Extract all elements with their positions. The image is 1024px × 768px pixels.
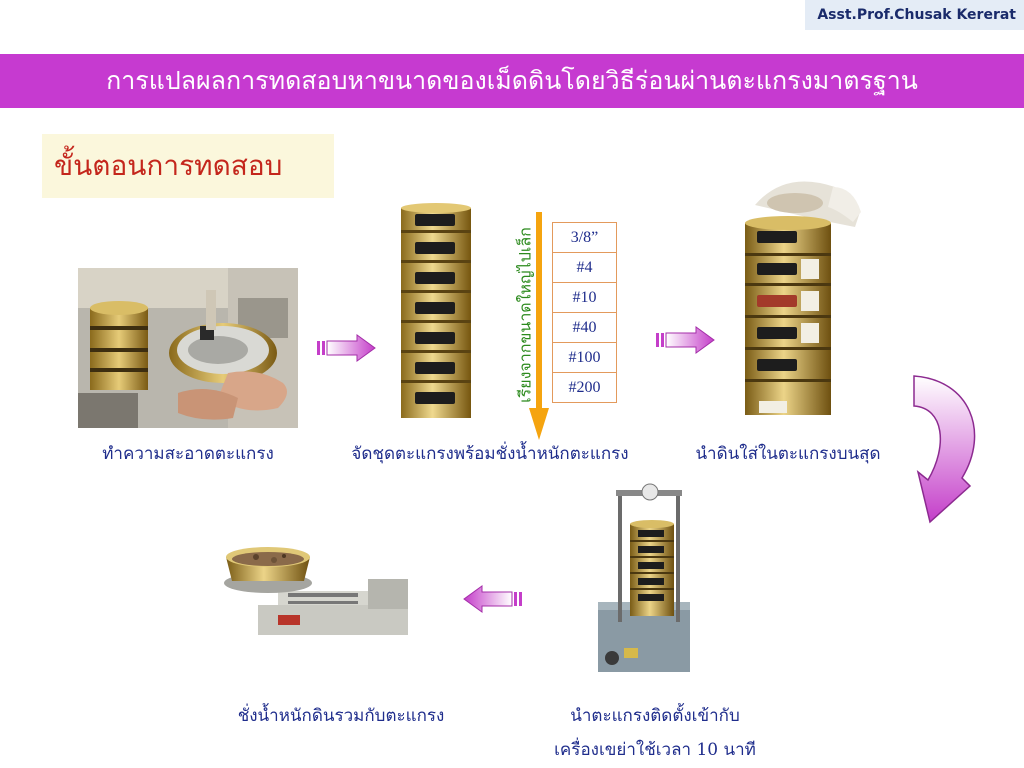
photo-sieve-stack [397, 202, 475, 424]
photo-cleaning-sieve [78, 268, 298, 428]
step-caption-arrange: จัดชุดตะแกรงพร้อมชั่งน้ำหนักตะแกรง [351, 444, 629, 464]
step-caption-clean: ทำความสะอาดตะแกรง [102, 444, 274, 464]
down-arrow-icon [529, 212, 549, 440]
right-arrow-icon [656, 325, 716, 355]
step-caption-shake-line1: นำตะแกรงติดตั้งเข้ากับ [570, 706, 740, 726]
photo-sieve-shaker [590, 480, 696, 678]
step-caption-pour: นำดินใส่ในตะแกรงบนสุด [695, 444, 881, 464]
sieve-size: 3/8” [552, 222, 617, 253]
sieve-size: #200 [552, 372, 617, 403]
step-caption-weigh: ชั่งน้ำหนักดินรวมกับตะแกรง [237, 706, 445, 726]
author-label: Asst.Prof.Chusak Kererat [805, 0, 1024, 30]
step-caption-shake-line2: เครื่องเขย่าใช้เวลา 10 นาที [554, 740, 756, 760]
photo-balance-scale [218, 535, 416, 645]
sieve-size: #10 [552, 282, 617, 313]
photo-pouring-soil [735, 175, 863, 427]
sieve-size: #40 [552, 312, 617, 343]
left-arrow-icon [462, 584, 522, 614]
sieve-size: #100 [552, 342, 617, 373]
curved-down-arrow-icon [910, 372, 984, 528]
sieve-size-table: 3/8” #4 #10 #40 #100 #200 [552, 222, 617, 403]
right-arrow-icon [317, 333, 377, 363]
sieve-size: #4 [552, 252, 617, 283]
page-title: การแปลผลการทดสอบหาขนาดของเม็ดดินโดยวิธีร… [0, 54, 1024, 108]
section-heading: ขั้นตอนการทดสอบ [42, 134, 334, 198]
